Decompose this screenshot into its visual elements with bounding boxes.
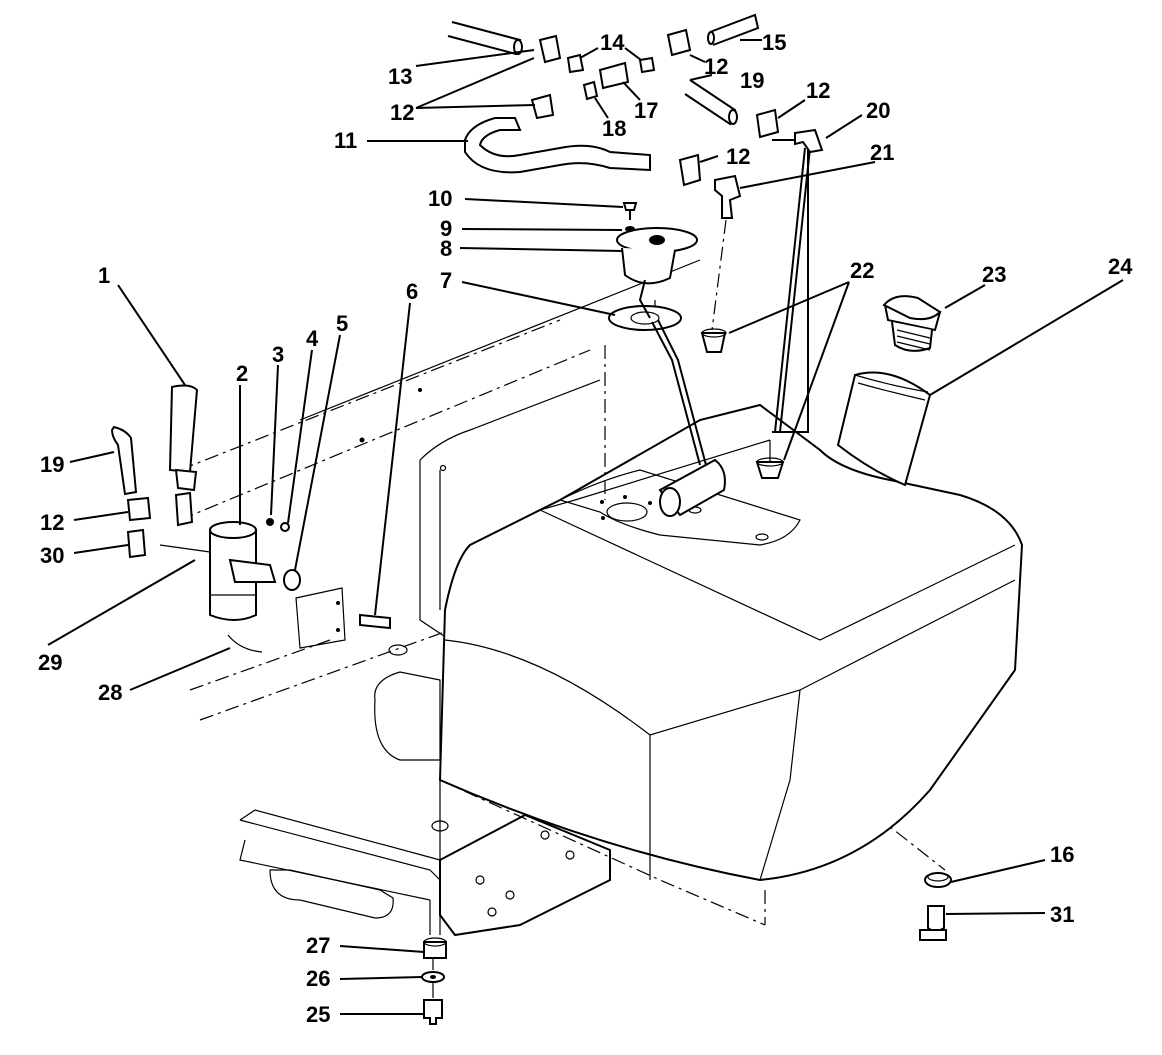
callout-3: 3 <box>272 342 284 367</box>
callout-6: 6 <box>406 279 418 304</box>
callout-19-a: 19 <box>740 68 764 93</box>
callout-31: 31 <box>1050 902 1074 927</box>
callout-16: 16 <box>1050 842 1074 867</box>
mount-hardware <box>421 937 447 1025</box>
callout-2: 2 <box>236 361 248 386</box>
callout-30: 30 <box>40 543 64 568</box>
fuel-lines-top <box>447 13 824 219</box>
callout-17: 17 <box>634 98 658 123</box>
callout-21: 21 <box>870 140 894 165</box>
callout-27: 27 <box>306 933 330 958</box>
callout-labels: 1 2 3 4 5 6 7 8 9 10 11 12 12 12 12 12 1… <box>38 30 1133 1027</box>
grommets-and-vent <box>700 139 811 479</box>
callout-12-b: 12 <box>704 54 728 79</box>
callout-12-d: 12 <box>726 144 750 169</box>
callout-14: 14 <box>600 30 625 55</box>
callout-10: 10 <box>428 186 452 211</box>
callout-24: 24 <box>1108 254 1133 279</box>
drain-clamp-valve <box>919 872 952 941</box>
fuel-cap <box>882 295 942 352</box>
callout-8: 8 <box>440 236 452 261</box>
screw-washer <box>622 202 638 232</box>
callout-9: 9 <box>440 216 452 241</box>
callout-1: 1 <box>98 263 110 288</box>
callout-13: 13 <box>388 64 412 89</box>
callout-26: 26 <box>306 966 330 991</box>
callout-29: 29 <box>38 650 62 675</box>
callout-23: 23 <box>982 262 1006 287</box>
callout-7: 7 <box>440 268 452 293</box>
callout-12-c: 12 <box>806 78 830 103</box>
chassis-frame <box>179 259 946 937</box>
callout-18: 18 <box>602 116 626 141</box>
callout-12-e: 12 <box>40 510 64 535</box>
callout-19-b: 19 <box>40 452 64 477</box>
fuel-tank <box>438 371 1024 882</box>
fuel-sender <box>604 227 726 517</box>
callout-12-a: 12 <box>390 100 414 125</box>
callout-5: 5 <box>336 311 348 336</box>
callout-20: 20 <box>866 98 890 123</box>
callout-28: 28 <box>98 680 122 705</box>
fuel-pump-assembly <box>110 384 391 653</box>
callout-15: 15 <box>762 30 786 55</box>
callout-25: 25 <box>306 1002 330 1027</box>
leader-lines <box>47 39 1124 1015</box>
callout-22: 22 <box>850 258 874 283</box>
callout-11: 11 <box>334 128 357 153</box>
callout-4: 4 <box>306 326 319 351</box>
